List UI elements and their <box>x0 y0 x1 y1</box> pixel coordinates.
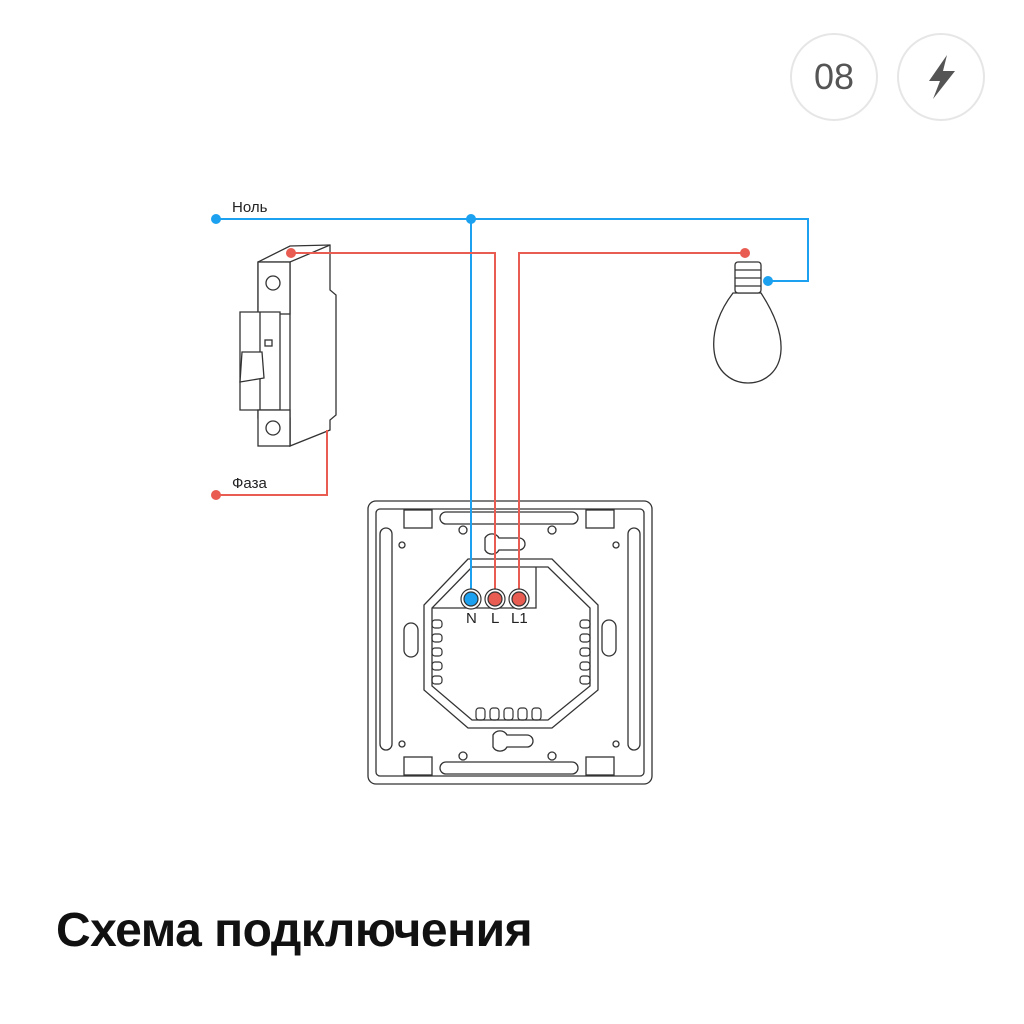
vent-slot <box>531 707 542 721</box>
circuit-breaker <box>239 244 337 447</box>
terminals <box>460 588 530 610</box>
page-title: Схема подключения <box>56 904 533 957</box>
vent-slot <box>517 707 528 721</box>
terminal-label-l1: L1 <box>511 610 528 627</box>
phase-label: Фаза <box>232 475 267 492</box>
vent-slot <box>579 675 591 685</box>
phase-supply-wire <box>216 430 328 496</box>
terminal-label-n: N <box>466 610 477 627</box>
neutral-wire <box>216 218 809 282</box>
terminal-label-l: L <box>491 610 500 627</box>
lightning-badge <box>897 33 985 121</box>
vent-slot <box>503 707 514 721</box>
vent-slot <box>489 707 500 721</box>
vent-slot <box>431 619 443 629</box>
vent-slot <box>431 647 443 657</box>
panel-vents <box>431 619 591 721</box>
vent-slot <box>475 707 486 721</box>
phase-in-wire <box>291 252 496 598</box>
vent-slot <box>579 661 591 671</box>
vent-slot <box>579 619 591 629</box>
wire-dots <box>211 214 773 500</box>
neutral-label: Ноль <box>232 199 268 216</box>
vent-slot <box>431 675 443 685</box>
vent-slot <box>431 661 443 671</box>
lightning-icon <box>929 55 955 99</box>
switch-back-panel <box>367 500 653 785</box>
light-bulb <box>713 261 782 384</box>
load-wire <box>518 252 745 598</box>
vent-slot <box>579 647 591 657</box>
page-number-badge: 08 <box>790 33 878 121</box>
vent-slot <box>579 633 591 643</box>
vent-slot <box>431 633 443 643</box>
